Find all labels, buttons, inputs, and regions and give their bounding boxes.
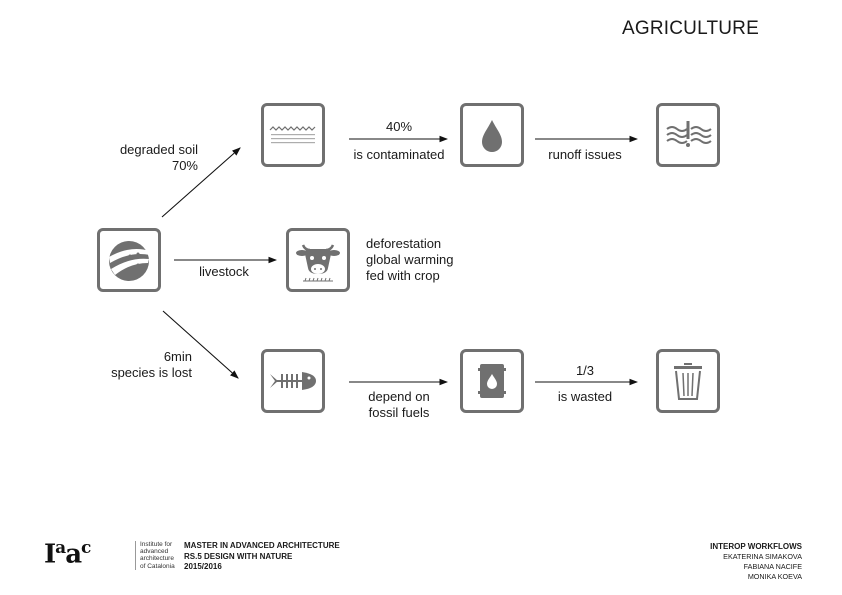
institute-line: architecture — [140, 555, 174, 563]
wasted-label: is wasted — [557, 389, 613, 404]
trash-bin-icon — [674, 363, 702, 400]
page-title: AGRICULTURE — [622, 18, 759, 39]
degraded-soil-text: degraded soil — [119, 142, 198, 157]
trash-node — [656, 349, 720, 413]
iaac-logo: Iaac — [44, 538, 91, 570]
author-name: FABIANA NACIFE — [743, 562, 802, 571]
program-line: MASTER IN ADVANCED ARCHITECTURE — [184, 541, 340, 550]
cow-node — [286, 228, 350, 292]
cow-effects-list: deforestation global warming fed with cr… — [366, 236, 453, 284]
soil-layer-icon — [269, 126, 316, 144]
species-lost-text: species is lost — [111, 365, 192, 380]
depend-on-text: depend on — [368, 389, 430, 404]
program-info: MASTER IN ADVANCED ARCHITECTURE RS.5 DES… — [184, 541, 340, 573]
water-drop-node — [460, 103, 524, 167]
program-line: RS.5 DESIGN WITH NATURE — [184, 551, 293, 561]
degraded-soil-label: degraded soil 70% — [100, 142, 198, 174]
fish-bone-icon — [270, 372, 316, 390]
contaminated-label: is contaminated — [353, 147, 445, 162]
course-title: INTEROP WORKFLOWS — [710, 542, 802, 551]
institute-line: advanced — [140, 548, 169, 556]
agriculture-node — [97, 228, 161, 292]
cow-effect-item: deforestation — [366, 236, 442, 251]
species-lost-label: 6min species is lost — [90, 349, 192, 381]
cow-effect-item: fed with crop — [366, 268, 440, 283]
species-count: 6min — [163, 349, 192, 364]
contaminated-pct-label: 40% — [385, 119, 413, 134]
program-line: 2015/2016 — [184, 562, 222, 571]
author-name: EKATERINA SIMAKOVA — [723, 552, 802, 561]
water-warning-node — [656, 103, 720, 167]
cow-icon — [296, 244, 340, 282]
runoff-label: runoff issues — [548, 147, 622, 162]
course-credits: INTEROP WORKFLOWS EKATERINA SIMAKOVA FAB… — [710, 542, 802, 582]
institute-line: of Catalonia — [140, 562, 175, 570]
fossil-fuels-text: fossil fuels — [368, 405, 430, 420]
fish-bone-node — [261, 349, 325, 413]
degraded-soil-pct: 70% — [171, 158, 198, 173]
field-crops-icon — [109, 241, 150, 281]
oil-barrel-icon — [478, 364, 506, 398]
cow-effect-item: global warming — [366, 252, 454, 267]
institute-line: Institute for — [140, 541, 173, 548]
water-warning-icon — [666, 121, 712, 147]
author-name: MONIKA KOEVA — [747, 572, 802, 581]
livestock-label: livestock — [199, 264, 249, 279]
soil-node — [261, 103, 325, 167]
institute-name: Institute for advanced architecture of C… — [135, 541, 175, 570]
water-drop-icon — [482, 120, 502, 152]
oil-barrel-node — [460, 349, 524, 413]
wasted-fraction-label: 1/3 — [575, 363, 595, 378]
fossil-fuels-label: depend on fossil fuels — [349, 389, 449, 421]
